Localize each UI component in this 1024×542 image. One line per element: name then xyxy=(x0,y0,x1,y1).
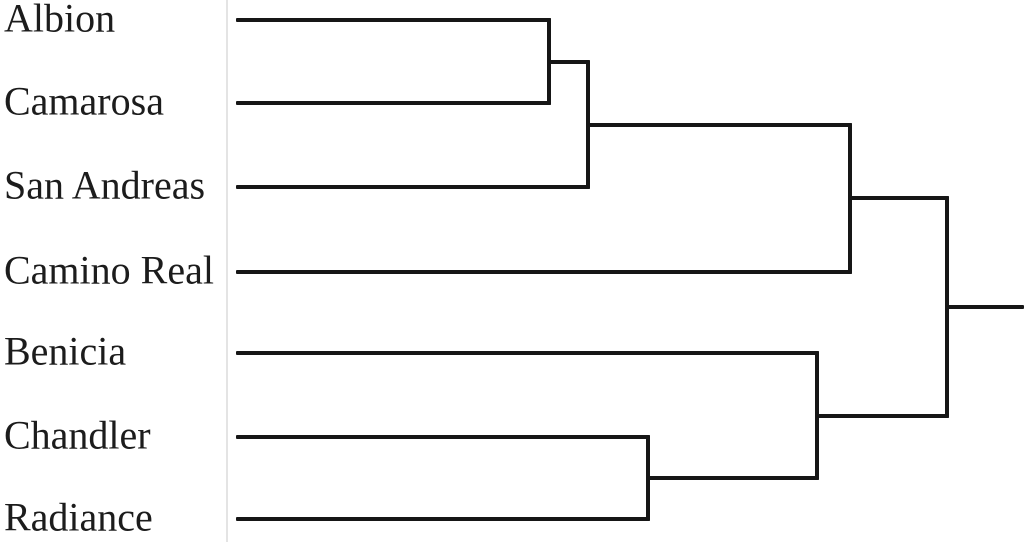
branch-link-top-cluster xyxy=(848,196,949,200)
branch-join-camino-real xyxy=(848,123,852,274)
branch-leaf-radiance xyxy=(236,517,650,521)
branch-leaf-chandler xyxy=(236,435,650,439)
branch-link-top-trio xyxy=(586,123,852,127)
branch-join-chandler-radiance xyxy=(646,435,650,521)
branch-root-stem xyxy=(945,305,1024,309)
branch-link-albion-camarosa xyxy=(547,60,590,64)
branch-leaf-camino-real xyxy=(236,270,852,274)
branch-leaf-albion xyxy=(236,18,551,22)
branch-leaf-benicia xyxy=(236,351,819,355)
leaf-label-albion: Albion xyxy=(4,0,116,41)
baseline-axis-line xyxy=(226,0,228,542)
branch-link-chandler-radiance xyxy=(646,476,819,480)
leaf-label-camino-real: Camino Real xyxy=(4,247,214,293)
leaf-label-benicia: Benicia xyxy=(4,328,127,374)
leaf-label-camarosa: Camarosa xyxy=(4,78,164,124)
branch-leaf-camarosa xyxy=(236,101,551,105)
branch-join-san-andreas xyxy=(586,60,590,189)
leaf-label-san-andreas: San Andreas xyxy=(4,162,206,208)
branch-leaf-san-andreas xyxy=(236,185,590,189)
branch-join-benicia xyxy=(815,351,819,480)
branch-join-albion-camarosa xyxy=(547,18,551,105)
branch-link-bottom-cluster xyxy=(815,414,949,418)
leaf-label-chandler: Chandler xyxy=(4,412,151,458)
leaf-label-radiance: Radiance xyxy=(4,494,153,540)
branch-join-root xyxy=(945,196,949,418)
